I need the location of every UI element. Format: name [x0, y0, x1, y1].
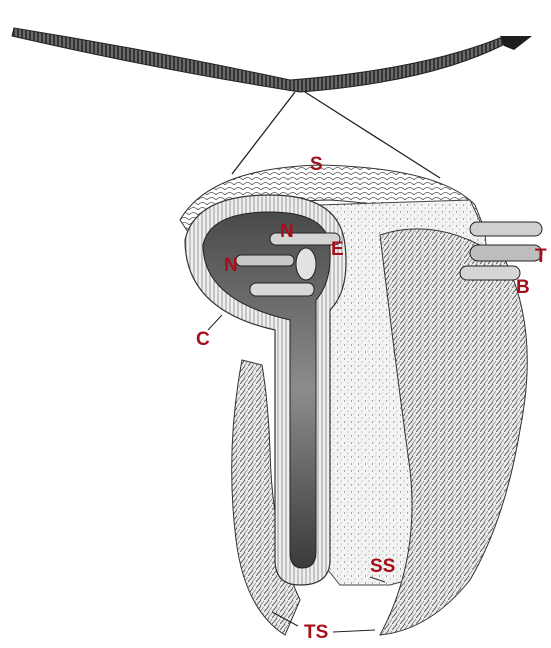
label-N-lower: N — [224, 256, 238, 275]
worm-tail — [500, 36, 532, 50]
label-B: B — [516, 278, 530, 297]
label-SS: SS — [370, 557, 395, 576]
whole-worm — [12, 28, 532, 92]
longitudinal-tubes — [460, 222, 542, 280]
label-S: S — [310, 155, 323, 174]
label-N-upper: N — [280, 222, 294, 241]
label-E: E — [331, 240, 344, 259]
label-TS: TS — [304, 623, 328, 642]
label-C: C — [196, 330, 210, 349]
label-T: T — [535, 247, 547, 266]
